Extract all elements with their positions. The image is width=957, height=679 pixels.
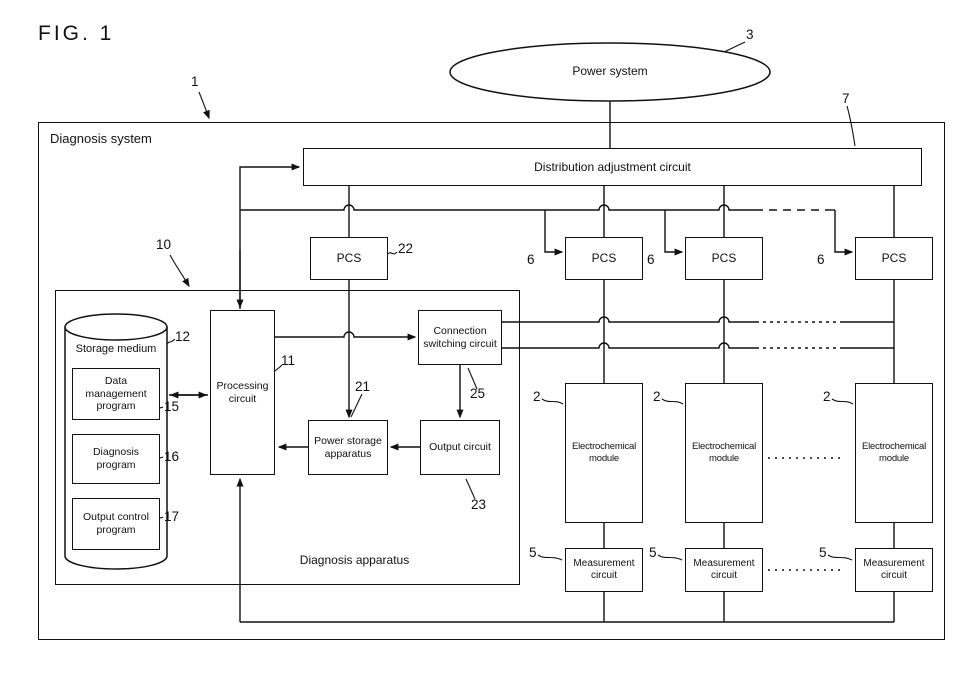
electrochemical-module-box-3: Electrochemical module <box>855 383 933 523</box>
ref-23: 23 <box>471 497 487 512</box>
figure-title: FIG. 1 <box>38 22 115 45</box>
main-wires <box>169 101 895 623</box>
power-storage-apparatus-box: Power storage apparatus <box>308 420 388 475</box>
measurement-circuit-box-3: Measurement circuit <box>855 548 933 592</box>
electrochemical-module-label-1: Electrochemical module <box>571 441 637 464</box>
measurement-circuit-label-3: Measurement circuit <box>863 557 925 581</box>
processing-circuit-box: Processing circuit <box>210 310 275 475</box>
ref-25: 25 <box>470 386 486 401</box>
ref-11: 11 <box>281 353 296 368</box>
distribution-adjustment-circuit-label: Distribution adjustment circuit <box>534 159 691 174</box>
ref-2-2: 2 <box>653 389 661 404</box>
ref-21: 21 <box>355 379 371 394</box>
storage-medium-label: Storage medium <box>75 343 157 355</box>
pcs-unit-box-3: PCS <box>855 237 933 280</box>
reference-leaders <box>157 41 856 561</box>
ref-6-2: 6 <box>647 252 655 267</box>
diagnosis-apparatus-label: Diagnosis apparatus <box>299 553 410 567</box>
measurement-circuit-box-2: Measurement circuit <box>685 548 763 592</box>
distribution-adjustment-circuit-box: Distribution adjustment circuit <box>303 148 922 186</box>
data-management-program-box: Data management program <box>72 368 160 420</box>
ref-1: 1 <box>191 74 199 89</box>
ref-5-3: 5 <box>819 545 827 560</box>
pcs-master-box: PCS <box>310 237 388 280</box>
ref-2-1: 2 <box>533 389 541 404</box>
diagnosis-system-label: Diagnosis system <box>50 131 152 146</box>
connection-switching-circuit-box: Connection switching circuit <box>418 310 502 365</box>
ref-12: 12 <box>175 329 191 344</box>
processing-circuit-label: Processing circuit <box>216 379 269 405</box>
ref-3: 3 <box>746 27 754 42</box>
pcs-master-label: PCS <box>336 251 362 266</box>
output-circuit-box: Output circuit <box>420 420 500 475</box>
ref-10: 10 <box>156 237 172 252</box>
ref-17: 17 <box>164 509 180 524</box>
output-circuit-label: Output circuit <box>429 441 491 454</box>
data-management-program-label: Data management program <box>85 374 147 413</box>
ref-7: 7 <box>842 91 850 106</box>
electrochemical-module-label-3: Electrochemical module <box>861 441 927 464</box>
pcs-unit-label-3: PCS <box>881 251 907 266</box>
output-control-program-label: Output control program <box>83 511 149 536</box>
power-storage-apparatus-label: Power storage apparatus <box>314 434 382 460</box>
ref-2-3: 2 <box>823 389 831 404</box>
pcs-unit-label-2: PCS <box>711 251 737 266</box>
pcs-unit-box-1: PCS <box>565 237 643 280</box>
measurement-circuit-box-1: Measurement circuit <box>565 548 643 592</box>
measurement-circuit-label-1: Measurement circuit <box>573 557 635 581</box>
pcs-unit-box-2: PCS <box>685 237 763 280</box>
output-control-program-box: Output control program <box>72 498 160 550</box>
electrochemical-module-label-2: Electrochemical module <box>691 441 757 464</box>
pcs-unit-label-1: PCS <box>591 251 617 266</box>
power-system-label: Power system <box>572 64 648 78</box>
diagnosis-apparatus-box <box>55 290 520 585</box>
ref-5-1: 5 <box>529 545 537 560</box>
ref-16: 16 <box>164 449 180 464</box>
ref-6-3: 6 <box>817 252 825 267</box>
measurement-circuit-label-2: Measurement circuit <box>693 557 755 581</box>
diagnosis-program-box: Diagnosis program <box>72 434 160 484</box>
ref-15: 15 <box>164 399 180 414</box>
ref-22: 22 <box>398 241 414 256</box>
connection-switching-circuit-label: Connection switching circuit <box>423 324 497 350</box>
electrochemical-module-box-2: Electrochemical module <box>685 383 763 523</box>
diagnosis-program-label: Diagnosis program <box>92 446 140 471</box>
diagnosis-system-box <box>38 122 945 640</box>
electrochemical-module-box-1: Electrochemical module <box>565 383 643 523</box>
ref-6-1: 6 <box>527 252 535 267</box>
ref-5-2: 5 <box>649 545 657 560</box>
storage-medium-cylinder <box>64 313 168 570</box>
